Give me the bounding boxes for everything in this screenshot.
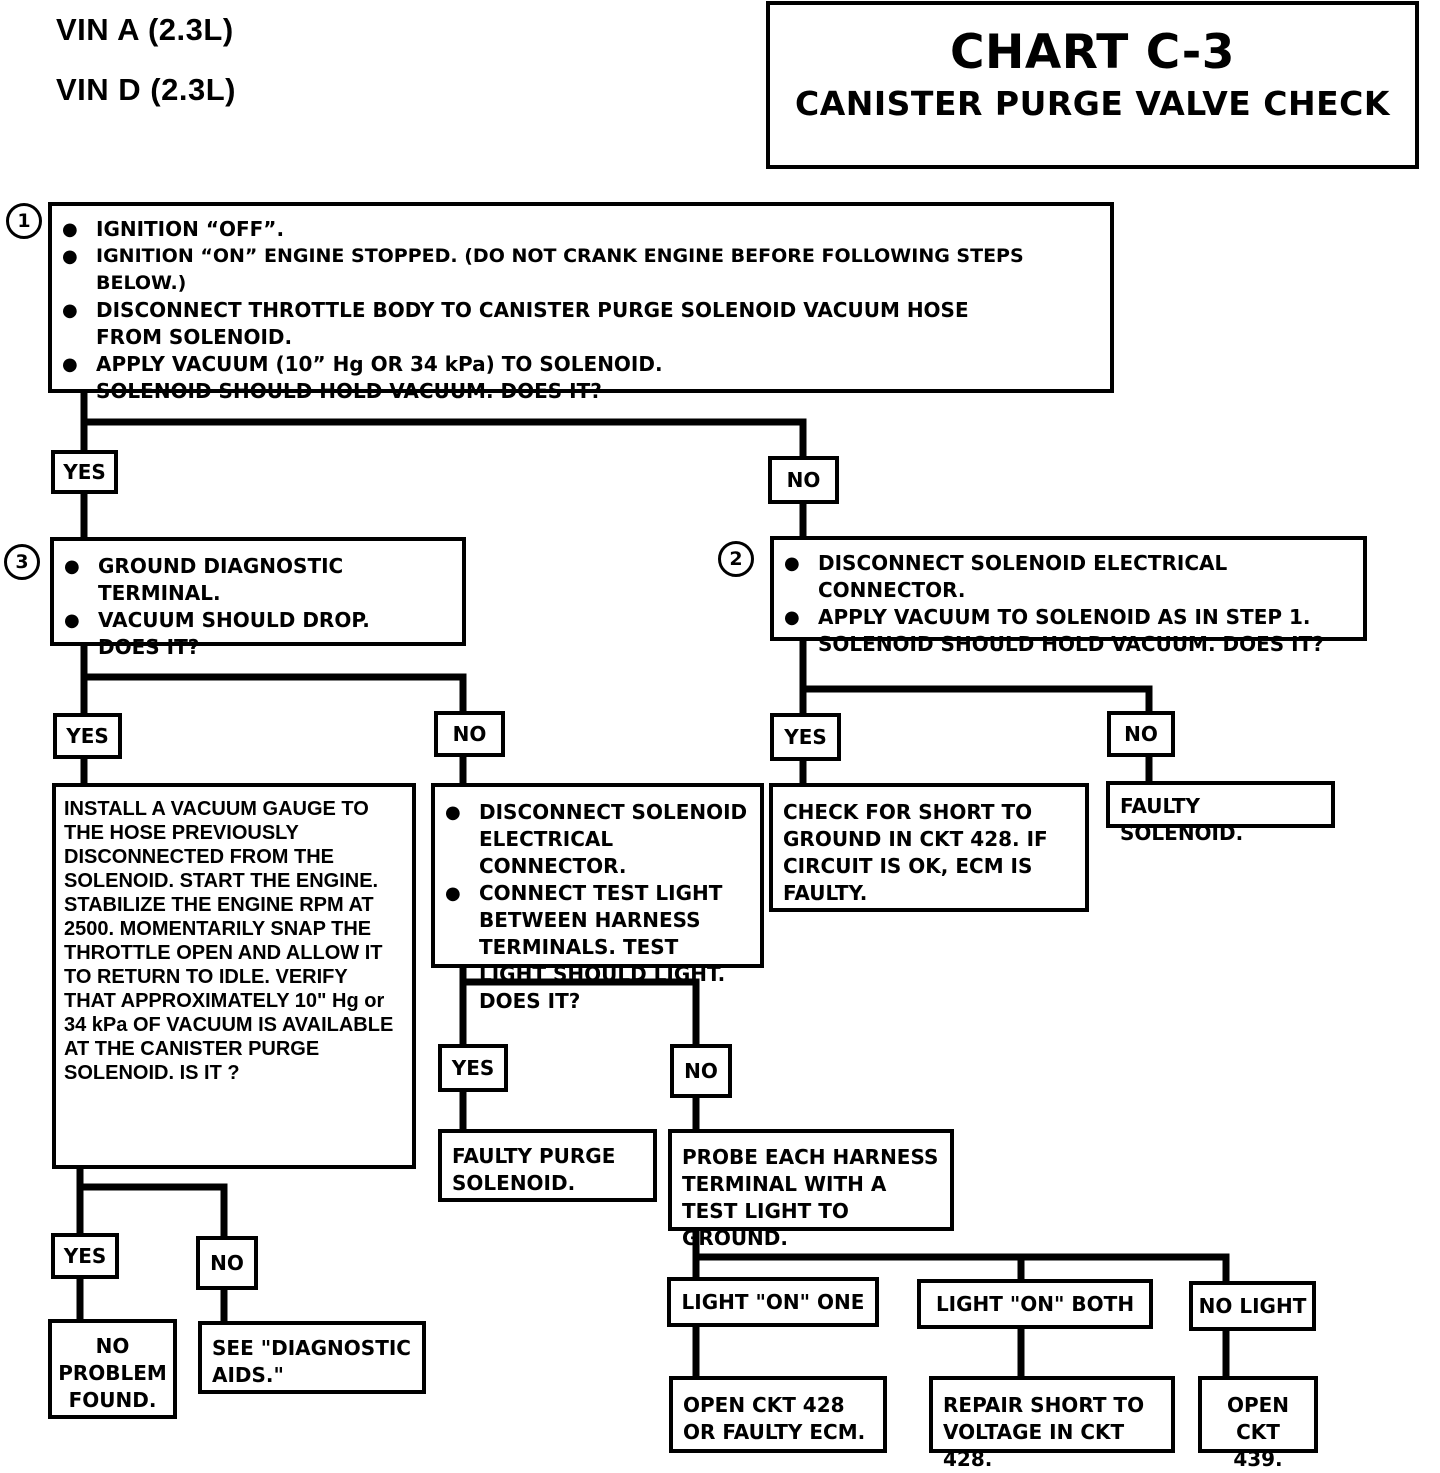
step-2-bullet: APPLY VACUUM TO SOLENOID AS IN STEP 1.: [782, 604, 1355, 631]
step-1-bullet: IGNITION “ON” ENGINE STOPPED. (DO NOT CR…: [60, 243, 1102, 297]
step-2-box: DISCONNECT SOLENOID ELECTRICAL CONNECTOR…: [770, 536, 1367, 656]
step-3-marker: 3: [4, 544, 40, 580]
test-light-bullet: CONNECT TEST LIGHT BETWEEN HARNESS TERMI…: [443, 880, 752, 1015]
vacuum-gauge-check-box: INSTALL A VACUUM GAUGE TO THE HOSE PREVI…: [52, 783, 416, 1169]
open-ckt-439-result: OPEN CKT 439.: [1198, 1376, 1318, 1471]
step-2-marker: 2: [718, 541, 754, 577]
probe-terminal-box: PROBE EACH HARNESS TERMINAL WITH A TEST …: [668, 1129, 954, 1250]
see-diagnostic-aids-result: SEE "DIAGNOSTIC AIDS.": [198, 1321, 426, 1394]
chart-title-box: CHART C-3 CANISTER PURGE VALVE CHECK: [766, 1, 1419, 169]
vacuum-yes-label: YES: [51, 1233, 119, 1279]
vin-d-label: VIN D (2.3L): [56, 72, 236, 107]
step-1-bullet: APPLY VACUUM (10” Hg OR 34 kPa) TO SOLEN…: [60, 351, 1102, 378]
chart-number: CHART C-3: [950, 25, 1235, 80]
repair-short-result: REPAIR SHORT TO VOLTAGE IN CKT 428.: [929, 1376, 1175, 1471]
open-ckt-428-result: OPEN CKT 428 OR FAULTY ECM.: [669, 1376, 887, 1453]
faulty-purge-solenoid-result: FAULTY PURGE SOLENOID.: [438, 1129, 657, 1202]
short-to-ground-result: CHECK FOR SHORT TO GROUND IN CKT 428. IF…: [769, 783, 1089, 912]
step-1-bullet: DISCONNECT THROTTLE BODY TO CANISTER PUR…: [60, 297, 1102, 351]
vin-a-label: VIN A (2.3L): [56, 12, 234, 47]
light-on-one-label: LIGHT "ON" ONE: [667, 1277, 879, 1327]
step-3-bullet: VACUUM SHOULD DROP.: [62, 607, 454, 634]
step-2-question: SOLENOID SHOULD HOLD VACUUM. DOES IT?: [818, 632, 1324, 656]
step-1-marker: 1: [6, 203, 42, 239]
step-1-bullet: IGNITION “OFF”.: [60, 216, 1102, 243]
step-1-box: IGNITION “OFF”. IGNITION “ON” ENGINE STO…: [48, 202, 1114, 403]
light-on-both-label: LIGHT "ON" BOTH: [917, 1279, 1153, 1329]
step-3-bullet: GROUND DIAGNOSTIC TERMINAL.: [62, 553, 454, 607]
step-3-yes-label: YES: [53, 713, 122, 759]
no-problem-found-result: NO PROBLEM FOUND.: [48, 1319, 177, 1419]
step-2-yes-label: YES: [770, 713, 841, 761]
vacuum-no-label: NO: [196, 1236, 258, 1290]
step-3-box: GROUND DIAGNOSTIC TERMINAL. VACUUM SHOUL…: [50, 537, 466, 659]
test-light-bullet: DISCONNECT SOLENOID ELECTRICAL CONNECTOR…: [443, 799, 752, 880]
test-light-no-label: NO: [670, 1044, 732, 1098]
test-light-yes-label: YES: [438, 1044, 508, 1092]
step-3-no-label: NO: [434, 711, 505, 757]
test-light-check-box: DISCONNECT SOLENOID ELECTRICAL CONNECTOR…: [431, 783, 764, 1013]
step-3-question: DOES IT?: [98, 635, 200, 659]
step-2-no-label: NO: [1107, 711, 1175, 757]
chart-title: CANISTER PURGE VALVE CHECK: [795, 84, 1390, 123]
faulty-solenoid-result: FAULTY SOLENOID.: [1106, 781, 1335, 845]
step-1-no-label: NO: [768, 456, 839, 504]
step-1-yes-label: YES: [51, 450, 118, 494]
no-light-label: NO LIGHT: [1189, 1281, 1316, 1331]
step-2-bullet: DISCONNECT SOLENOID ELECTRICAL CONNECTOR…: [782, 550, 1355, 604]
step-1-question: SOLENOID SHOULD HOLD VACUUM. DOES IT?: [96, 379, 602, 403]
